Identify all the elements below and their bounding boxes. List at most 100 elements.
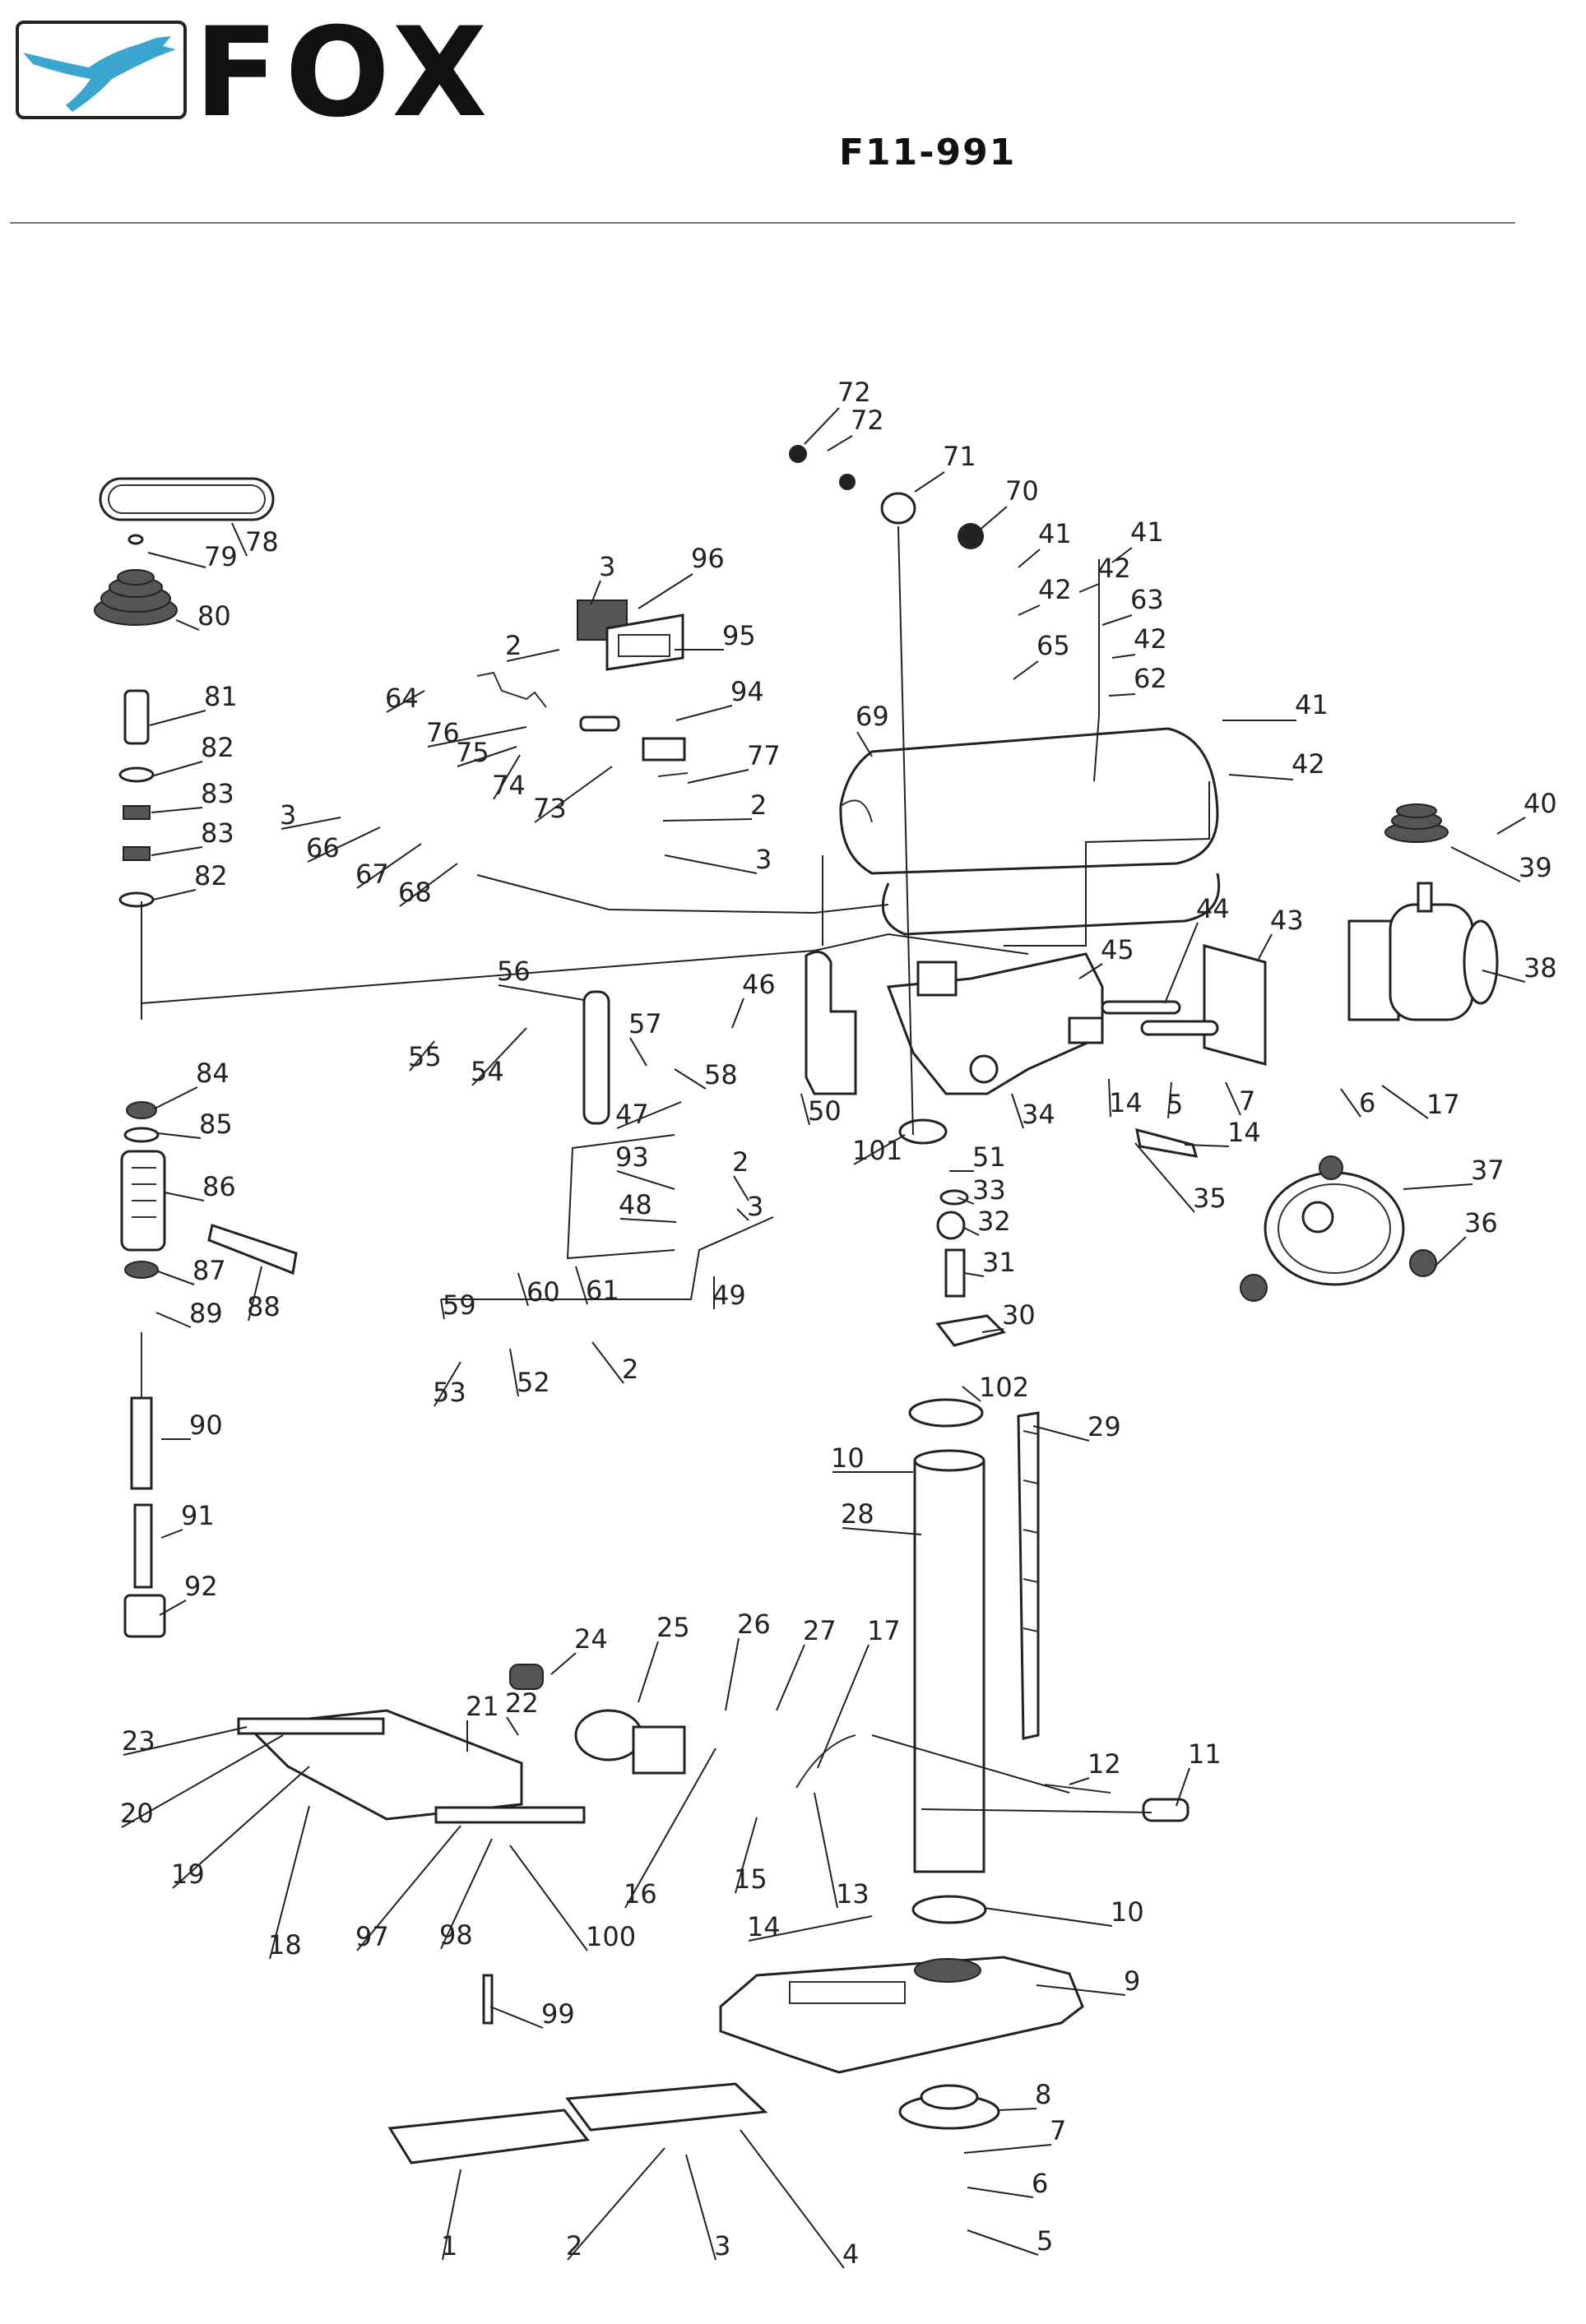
leader-line [685,2154,716,2261]
leader-line [1036,1984,1126,1996]
part-number-label: 13 [836,1878,870,1910]
leader-line [1258,933,1273,960]
part-number-label: 81 [204,681,238,712]
part-number-label: 72 [851,405,884,436]
leader-line [1111,654,1136,659]
part-number-label: 6 [1359,1087,1375,1118]
part-number-label: 68 [398,877,432,908]
leader-line [517,1272,529,1307]
leader-line [1496,817,1526,835]
part-number-label: 5 [1036,2225,1053,2257]
leader-line [231,522,248,557]
leader-line [356,843,422,889]
part-number-label: 2 [750,789,767,821]
leader-line [1108,693,1136,697]
part-number-label: 42 [1097,553,1131,584]
leader-line [1167,1081,1172,1119]
leader-line [817,1644,870,1769]
leader-line [1018,549,1041,568]
part-number-label: 14 [1109,1087,1143,1118]
leader-line [307,826,381,863]
part-number-label: 19 [171,1859,205,1890]
leader-line [1101,614,1133,626]
part-number-label: 76 [426,717,460,748]
part-number-label: 15 [734,1863,767,1895]
part-number-label: 14 [747,1911,781,1942]
leader-line [1482,970,1526,983]
part-number-label: 83 [201,778,234,809]
part-number-label: 67 [355,859,389,890]
leader-line [442,2169,461,2261]
part-number-label: 39 [1519,852,1552,883]
part-number-label: 86 [202,1171,236,1202]
leader-line [967,2229,1039,2256]
part-number-label: 71 [943,441,976,472]
part-number-label: 16 [624,1878,657,1910]
part-number-label: 9 [1124,1965,1140,1997]
part-number-label: 101 [852,1135,902,1166]
leader-line [434,1361,461,1407]
leader-line [735,1817,758,1894]
leader-line [157,1271,195,1285]
part-number-label: 53 [433,1377,466,1408]
part-number-label: 45 [1101,934,1134,965]
leader-line [1225,1081,1241,1116]
part-number-label: 66 [306,832,340,863]
leader-line [550,1652,577,1675]
leader-line [814,1792,838,1909]
leader-line [160,1529,183,1539]
leader-line [856,731,873,757]
part-number-label: 22 [505,1687,539,1719]
part-number-label: 51 [972,1141,1006,1173]
part-number-label: 83 [201,817,234,849]
part-number-label: 2 [622,1354,638,1385]
part-number-label: 90 [189,1410,223,1441]
leader-line [457,746,517,767]
leader-line [567,2147,665,2261]
leader-line [123,1726,248,1756]
part-number-label: 8 [1035,2079,1051,2110]
part-number-label: 65 [1036,630,1070,661]
part-number-label: 99 [541,1998,575,2030]
leader-line [164,1192,205,1201]
part-number-label: 80 [197,600,231,632]
part-number-label: 33 [972,1174,1006,1206]
part-number-label: 100 [586,1921,636,1952]
part-number-label: 79 [204,541,238,572]
leader-line [440,1838,493,1950]
leader-line [957,1197,975,1205]
part-number-label: 70 [1005,475,1039,507]
part-number-label: 72 [837,377,871,408]
part-number-label: 82 [201,732,234,763]
leader-line [471,1027,527,1086]
part-number-label: 52 [517,1367,550,1398]
part-number-label: 74 [492,770,526,801]
leader-line [591,1341,624,1384]
leader-line [638,1641,659,1703]
leader-line [914,471,945,493]
part-number-label: 3 [599,551,615,582]
part-number-label: 61 [586,1275,619,1306]
leader-line [1450,846,1521,882]
leader-line [155,1312,192,1328]
part-number-label: 58 [704,1059,738,1090]
part-number-label: 28 [841,1498,874,1530]
part-number-label: 26 [737,1609,771,1640]
leader-line [616,1101,682,1129]
leader-line [427,726,527,748]
part-number-label: 3 [714,2230,730,2262]
part-number-label: 63 [1130,584,1164,615]
part-number-label: 37 [1471,1155,1505,1186]
leader-line [1134,1142,1195,1213]
header-divider [10,222,1515,224]
leader-line [151,846,203,856]
assembly-lines [141,525,1210,1813]
part-number-label: 98 [439,1919,473,1951]
part-number-label: 29 [1087,1411,1121,1442]
leader-line [736,1208,749,1221]
part-number-label: 32 [977,1206,1011,1237]
part-number-label: 59 [443,1289,476,1321]
leader-line [1078,583,1100,593]
part-number-label: 43 [1270,905,1304,936]
part-number-label: 88 [247,1291,281,1322]
